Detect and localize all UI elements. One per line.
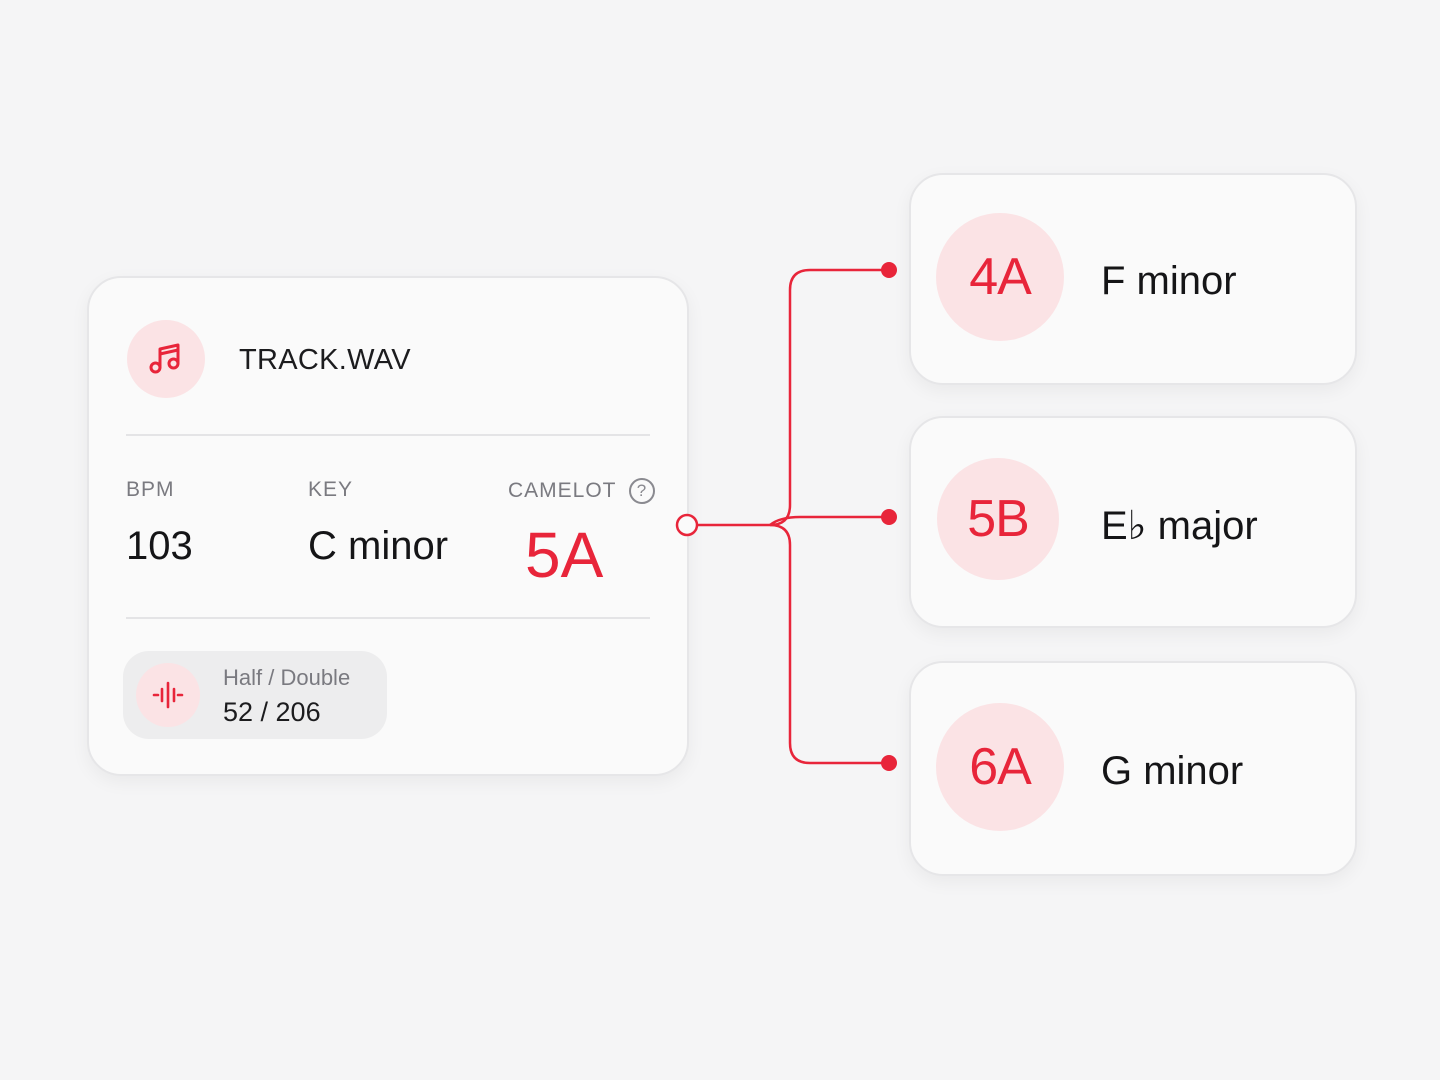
connector-end-dot	[881, 262, 897, 278]
connector-branch-middle	[769, 515, 888, 527]
match-card-5b[interactable]: 5B E♭ major	[909, 416, 1357, 628]
camelot-code: 4A	[969, 248, 1032, 306]
connector-end-dot	[881, 509, 897, 525]
waveform-icon	[136, 663, 200, 727]
match-key-name: F minor	[1101, 259, 1237, 303]
key-label: KEY	[308, 478, 354, 501]
divider	[126, 434, 650, 436]
key-value: C minor	[308, 524, 449, 568]
bpm-value: 103	[126, 524, 193, 568]
track-filename: TRACK.WAV	[239, 344, 411, 376]
match-card-6a[interactable]: 6A G minor	[909, 661, 1357, 876]
camelot-code-badge: 5B	[937, 458, 1059, 580]
camelot-code-badge: 4A	[936, 213, 1064, 341]
half-double-value: 52 / 206	[223, 697, 321, 727]
connector-branch-bottom	[769, 523, 888, 765]
match-key-name: E♭ major	[1101, 504, 1258, 548]
track-card: TRACK.WAV BPM KEY CAMELOT ? 103 C minor …	[87, 276, 689, 776]
help-icon[interactable]: ?	[628, 478, 655, 504]
camelot-label-group: CAMELOT ?	[508, 478, 655, 504]
camelot-code-badge: 6A	[936, 703, 1064, 831]
half-double-pill[interactable]: Half / Double 52 / 206	[123, 651, 387, 739]
camelot-value: 5A	[525, 519, 604, 591]
connector-branch-top	[769, 268, 888, 527]
match-key-name: G minor	[1101, 749, 1244, 793]
half-double-label: Half / Double	[223, 665, 351, 690]
bpm-label: BPM	[126, 478, 175, 501]
camelot-label: CAMELOT	[508, 479, 617, 502]
camelot-code: 5B	[967, 490, 1030, 548]
match-card-4a[interactable]: 4A F minor	[909, 173, 1357, 385]
divider	[126, 617, 650, 619]
music-note-icon	[127, 320, 205, 398]
camelot-code: 6A	[969, 738, 1032, 796]
connector-end-dot	[881, 755, 897, 771]
